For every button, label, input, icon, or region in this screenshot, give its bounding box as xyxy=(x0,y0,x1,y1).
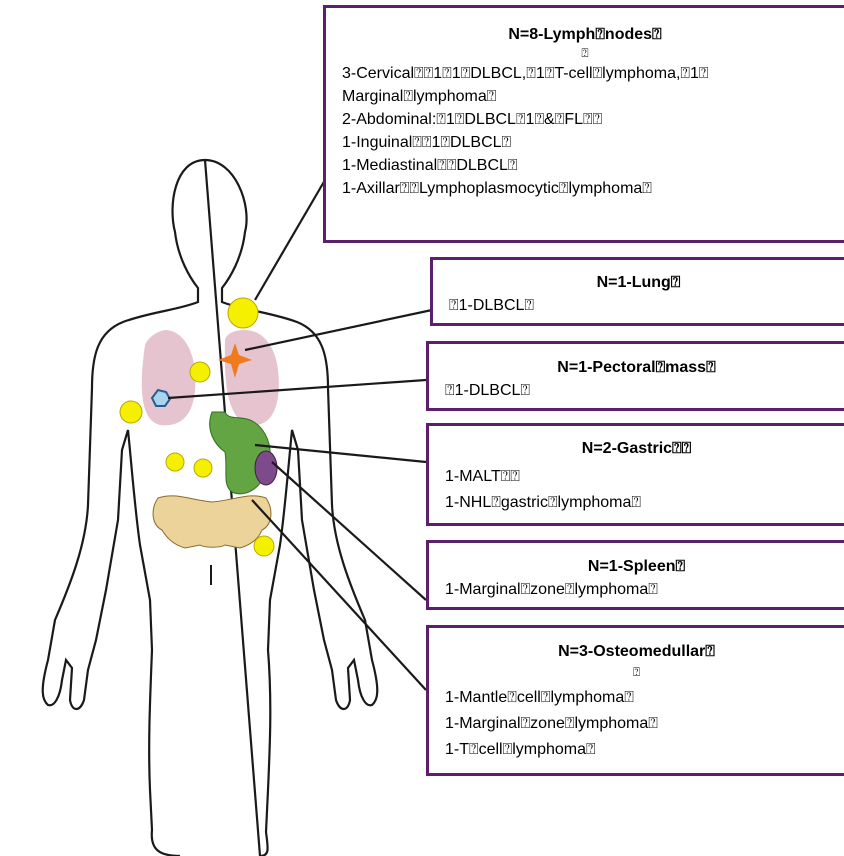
spleen-title: N=1-Spleen⍰ xyxy=(429,557,844,576)
inguinal-node-marker xyxy=(254,536,274,556)
pectoral-line-1: ⍰1-DLBCL⍰ xyxy=(445,379,844,402)
abdominal-node-marker-2 xyxy=(194,459,212,477)
pectoral-title: N=1-Pectoral⍰mass⍰ xyxy=(429,358,844,377)
pectoral-box: N=1-Pectoral⍰mass⍰ ⍰1-DLBCL⍰ xyxy=(426,341,844,411)
gastric-box: N=2-Gastric⍰⍰ 1-MALT⍰⍰ 1-NHL⍰gastric⍰lym… xyxy=(426,423,844,526)
connector-osteomedullar xyxy=(252,500,426,690)
osteomedullar-line-2: 1-Marginal⍰zone⍰lymphoma⍰ xyxy=(445,711,844,737)
osteomedullar-line-3: 1-T⍰cell⍰lymphoma⍰ xyxy=(445,737,844,763)
connector-lymph-nodes xyxy=(255,180,325,300)
lung-line-1: ⍰1-DLBCL⍰ xyxy=(449,294,844,317)
gastric-line-2: 1-NHL⍰gastric⍰lymphoma⍰ xyxy=(445,490,844,516)
gastric-title: N=2-Gastric⍰⍰ xyxy=(429,439,844,458)
lung-box: N=1-Lung⍰ ⍰1-DLBCL⍰ xyxy=(430,257,844,326)
osteomedullar-box: N=3-Osteomedullar⍰ ⍰ 1-Mantle⍰cell⍰lymph… xyxy=(426,625,844,776)
lymph-nodes-line-4: 1-Inguinal⍰⍰1⍰DLBCL⍰ xyxy=(342,131,844,154)
gastric-line-1: 1-MALT⍰⍰ xyxy=(445,464,844,490)
left-lung xyxy=(142,330,196,425)
lymph-nodes-line-5: 1-Mediastinal⍰⍰DLBCL⍰ xyxy=(342,154,844,177)
lymph-nodes-title: N=8-Lymph⍰nodes⍰ xyxy=(326,25,844,44)
abdominal-node-marker xyxy=(166,453,184,471)
connector-pectoral xyxy=(168,380,426,398)
lymph-nodes-line-1: 3-Cervical⍰⍰1⍰1⍰DLBCL,⍰1⍰T-cell⍰lymphoma… xyxy=(342,62,844,85)
spleen-line-1: 1-Marginal⍰zone⍰lymphoma⍰ xyxy=(445,578,844,601)
lymph-nodes-box: N=8-Lymph⍰nodes⍰ ⍰ 3-Cervical⍰⍰1⍰1⍰DLBCL… xyxy=(323,5,844,243)
lymph-nodes-line-2: Marginal⍰lymphoma⍰ xyxy=(342,85,844,108)
osteomedullar-mark: ⍰ xyxy=(429,665,844,679)
lymph-nodes-line-3: 2-Abdominal:⍰1⍰DLBCL⍰1⍰&⍰FL⍰⍰ xyxy=(342,108,844,131)
lung-title: N=1-Lung⍰ xyxy=(433,273,844,292)
mediastinal-node-marker xyxy=(190,362,210,382)
pelvis xyxy=(153,496,271,548)
cervical-node-marker xyxy=(228,298,258,328)
axillary-node-marker xyxy=(120,401,142,423)
osteomedullar-title: N=3-Osteomedullar⍰ xyxy=(429,642,844,661)
lymph-nodes-line-6: 1-Axillar⍰⍰Lymphoplasmocytic⍰lymphoma⍰ xyxy=(342,177,844,200)
spleen-box: N=1-Spleen⍰ 1-Marginal⍰zone⍰lymphoma⍰ xyxy=(426,540,844,610)
osteomedullar-line-1: 1-Mantle⍰cell⍰lymphoma⍰ xyxy=(445,685,844,711)
spleen xyxy=(255,451,277,485)
connector-gastric xyxy=(255,445,426,462)
lymph-nodes-mark: ⍰ xyxy=(326,46,844,60)
